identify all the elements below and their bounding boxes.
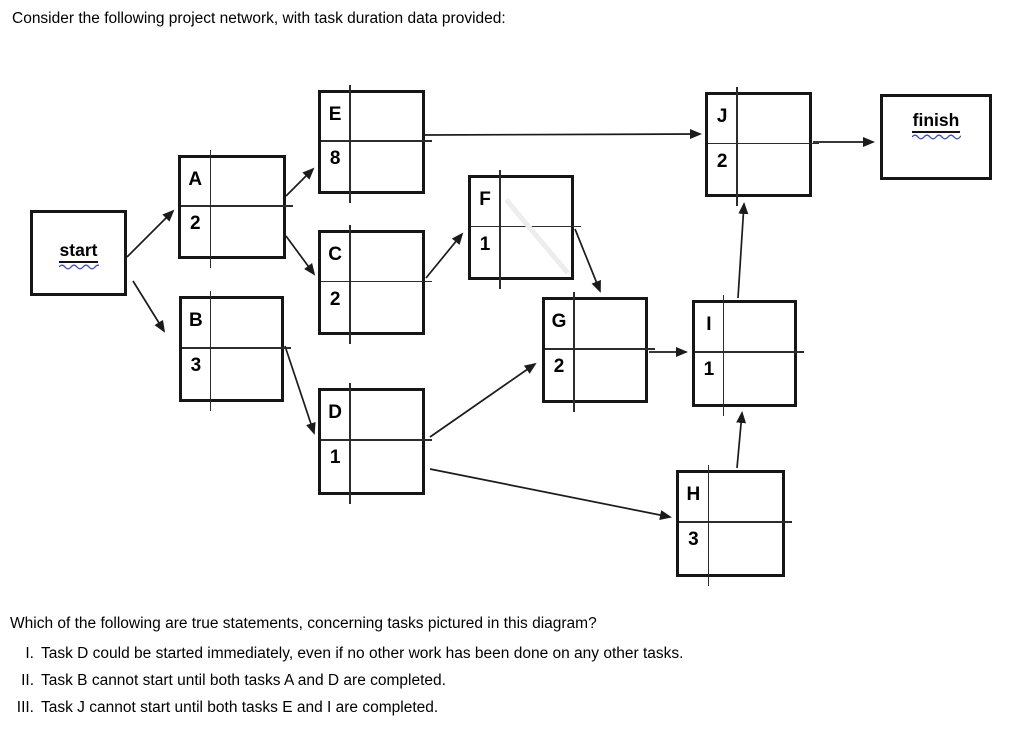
divider-vertical-line bbox=[349, 225, 351, 344]
edge-D-G bbox=[429, 362, 537, 438]
watermark-streak bbox=[504, 198, 570, 275]
divider-vertical-line bbox=[349, 383, 351, 504]
divider-horizontal-line bbox=[708, 142, 819, 145]
edge-F-G bbox=[574, 228, 601, 293]
task-duration: 1 bbox=[703, 359, 715, 381]
node-start: start bbox=[30, 210, 127, 296]
task-letter: A bbox=[188, 169, 203, 190]
task-duration: 2 bbox=[716, 150, 728, 172]
edge-D-H bbox=[429, 468, 672, 520]
divider-horizontal-line bbox=[181, 205, 293, 207]
task-duration: 1 bbox=[329, 447, 341, 469]
terminal-label: finish bbox=[911, 110, 961, 134]
statement-2-numeral: II. bbox=[21, 672, 34, 689]
instruction-text: Consider the following project network, … bbox=[12, 10, 506, 27]
task-letter: I bbox=[706, 314, 712, 335]
task-duration: 2 bbox=[553, 356, 565, 377]
divider-vertical-line bbox=[722, 295, 725, 416]
edge-start-B bbox=[132, 280, 166, 333]
edge-layer bbox=[126, 129, 875, 520]
edge-A-E bbox=[285, 167, 315, 197]
task-duration: 8 bbox=[329, 148, 341, 170]
task-duration: 2 bbox=[189, 213, 201, 235]
task-duration: 3 bbox=[688, 529, 699, 551]
divider-horizontal-line bbox=[321, 140, 432, 142]
edge-I-J bbox=[737, 202, 749, 299]
divider-horizontal-line bbox=[679, 521, 792, 524]
divider-vertical-line bbox=[349, 85, 351, 203]
edge-H-I bbox=[736, 411, 747, 469]
edge-start-A bbox=[126, 209, 175, 258]
divider-horizontal-line bbox=[321, 280, 432, 283]
wavy-underline bbox=[911, 134, 961, 140]
task-letter: B bbox=[188, 310, 203, 331]
statement-1-numeral: I. bbox=[25, 645, 34, 662]
task-letter: J bbox=[716, 106, 728, 127]
divider-horizontal-line bbox=[321, 439, 432, 442]
task-duration: 2 bbox=[329, 288, 341, 310]
statement-3: III. Task J cannot start until both task… bbox=[10, 699, 800, 716]
statement-1: I. Task D could be started immediately, … bbox=[10, 645, 800, 662]
divider-vertical-line bbox=[209, 291, 212, 411]
statement-3-numeral: III. bbox=[16, 699, 34, 716]
edge-B-D bbox=[284, 345, 316, 435]
task-duration: 3 bbox=[190, 355, 202, 376]
task-letter: E bbox=[328, 104, 342, 125]
statement-3-text: Task J cannot start until both tasks E a… bbox=[41, 699, 439, 716]
task-letter: C bbox=[328, 244, 342, 265]
terminal-label: start bbox=[58, 240, 99, 264]
divider-horizontal-line bbox=[695, 351, 804, 354]
divider-horizontal-line bbox=[182, 347, 291, 349]
divider-vertical-line bbox=[573, 292, 575, 412]
terminal-label-wrap: finish bbox=[883, 85, 989, 165]
edge-C-F bbox=[425, 232, 464, 279]
terminal-label-wrap: start bbox=[33, 215, 124, 295]
divider-vertical-line bbox=[499, 170, 501, 289]
divider-vertical-line bbox=[209, 150, 212, 268]
task-letter: G bbox=[551, 311, 567, 332]
question-prompt: Which of the following are true statemen… bbox=[10, 615, 597, 632]
edge-E-J bbox=[424, 129, 702, 140]
statement-1-text: Task D could be started immediately, eve… bbox=[41, 645, 684, 662]
task-letter: F bbox=[479, 189, 491, 210]
wavy-underline bbox=[58, 264, 99, 270]
statement-2-text: Task B cannot start until both tasks A a… bbox=[41, 672, 446, 689]
task-letter: H bbox=[686, 484, 701, 505]
question-block: Which of the following are true statemen… bbox=[10, 615, 800, 726]
statement-2: II. Task B cannot start until both tasks… bbox=[10, 672, 800, 689]
divider-vertical-line bbox=[707, 465, 710, 586]
divider-vertical-line bbox=[736, 87, 738, 206]
task-duration: 1 bbox=[479, 233, 491, 255]
edge-A-C bbox=[285, 235, 316, 276]
task-letter: D bbox=[328, 402, 342, 423]
node-finish: finish bbox=[880, 94, 992, 180]
divider-horizontal-line bbox=[545, 348, 655, 350]
